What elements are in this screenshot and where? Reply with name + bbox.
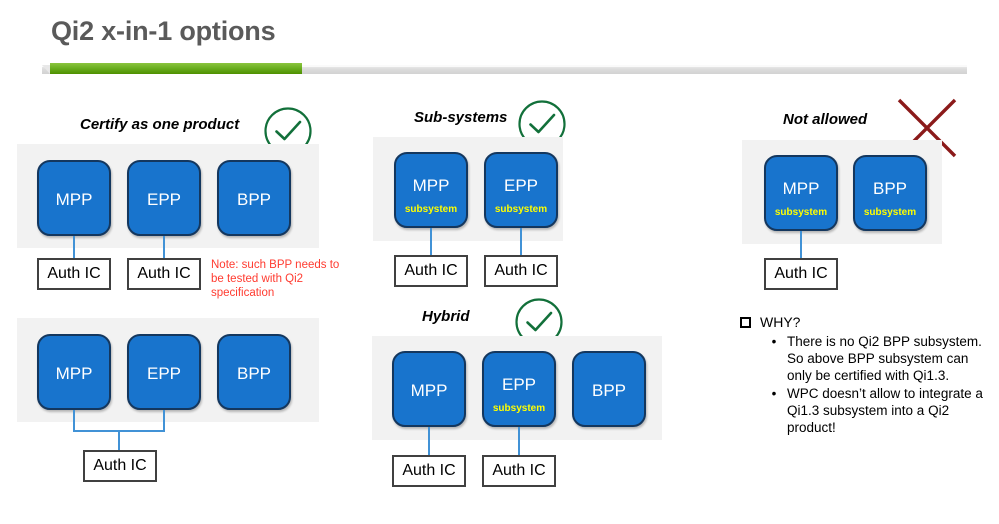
block-bpp-not-allowed[interactable]: BPP subsystem [853,155,927,231]
block-label: BPP [591,381,627,400]
block-subsystem-label: subsystem [492,403,546,414]
panel-title-sub-systems: Sub-systems [414,109,508,126]
bullet-icon: • [771,334,777,349]
why-item-text: There is no Qi2 BPP subsystem. So above … [787,334,982,383]
block-label: EPP [146,190,182,209]
rule-gray-segment [42,65,967,74]
block-epp-hybrid[interactable]: EPP subsystem [482,351,556,427]
why-bullet-list: • There is no Qi2 BPP subsystem. So abov… [740,333,990,436]
block-label: EPP [501,375,537,394]
block-epp-certify[interactable]: EPP [127,160,201,236]
auth-ic-box[interactable]: Auth IC [37,258,111,290]
block-label: BPP [872,179,908,198]
block-label: MPP [55,190,93,209]
note-bpp-qi2: Note: such BPP needs to be tested with Q… [211,259,340,299]
rule-green-segment [42,63,302,74]
panel-title-certify-as-one-product: Certify as one product [80,116,240,133]
auth-ic-box[interactable]: Auth IC [484,255,558,287]
block-mpp-not-allowed[interactable]: MPP subsystem [764,155,838,231]
wire-mpp-authic-not-allowed [800,231,802,259]
panel-title-not-allowed: Not allowed [783,111,868,128]
why-item-text: WPC doesn’t allow to integrate a Qi1.3 s… [787,386,983,435]
auth-ic-box[interactable]: Auth IC [482,455,556,487]
auth-ic-box[interactable]: Auth IC [83,450,157,482]
block-bpp-certify[interactable]: BPP [217,160,291,236]
block-mpp-hybrid[interactable]: MPP [392,351,466,427]
wire-mpp-authic-sub-systems [430,228,432,256]
wire-epp-authic-sub-systems [520,228,522,256]
auth-ic-box[interactable]: Auth IC [394,255,468,287]
block-label: BPP [236,190,272,209]
block-label: EPP [146,364,182,383]
wire-mpp-down-shared [73,410,75,432]
block-subsystem-label: subsystem [494,204,548,215]
bullet-icon: • [771,386,777,401]
block-bpp-hybrid[interactable]: BPP [572,351,646,427]
block-subsystem-label: subsystem [863,207,917,218]
block-label: MPP [410,381,448,400]
block-bpp-shared[interactable]: BPP [217,334,291,410]
page-title: Qi2 x-in-1 options [51,16,276,46]
checkbox-square-icon [740,317,751,328]
why-list-item: • WPC doesn’t allow to integrate a Qi1.3… [771,385,990,436]
wire-epp-authic-hybrid [518,427,520,455]
block-subsystem-label: subsystem [404,204,458,215]
block-mpp-shared[interactable]: MPP [37,334,111,410]
wire-mpp-authic-hybrid [428,427,430,455]
block-mpp-certify[interactable]: MPP [37,160,111,236]
block-epp-shared[interactable]: EPP [127,334,201,410]
why-list-item: • There is no Qi2 BPP subsystem. So abov… [771,333,990,384]
wire-bus-to-authic-shared [118,430,120,452]
block-label: MPP [55,364,93,383]
title-divider-rule [42,63,967,76]
why-block: WHY? • There is no Qi2 BPP subsystem. So… [740,314,990,437]
block-subsystem-label: subsystem [774,207,828,218]
block-label: MPP [782,179,820,198]
wire-mpp-authic-certify [73,236,75,260]
block-label: MPP [412,176,450,195]
auth-ic-box[interactable]: Auth IC [392,455,466,487]
wire-epp-authic-certify [163,236,165,260]
why-heading-row: WHY? [740,314,990,330]
panel-title-hybrid: Hybrid [422,308,470,325]
wire-epp-down-shared [163,410,165,432]
block-label: BPP [236,364,272,383]
block-epp-sub-systems[interactable]: EPP subsystem [484,152,558,228]
block-label: EPP [503,176,539,195]
auth-ic-box[interactable]: Auth IC [764,258,838,290]
why-heading-label: WHY? [760,314,801,330]
block-mpp-sub-systems[interactable]: MPP subsystem [394,152,468,228]
auth-ic-box[interactable]: Auth IC [127,258,201,290]
